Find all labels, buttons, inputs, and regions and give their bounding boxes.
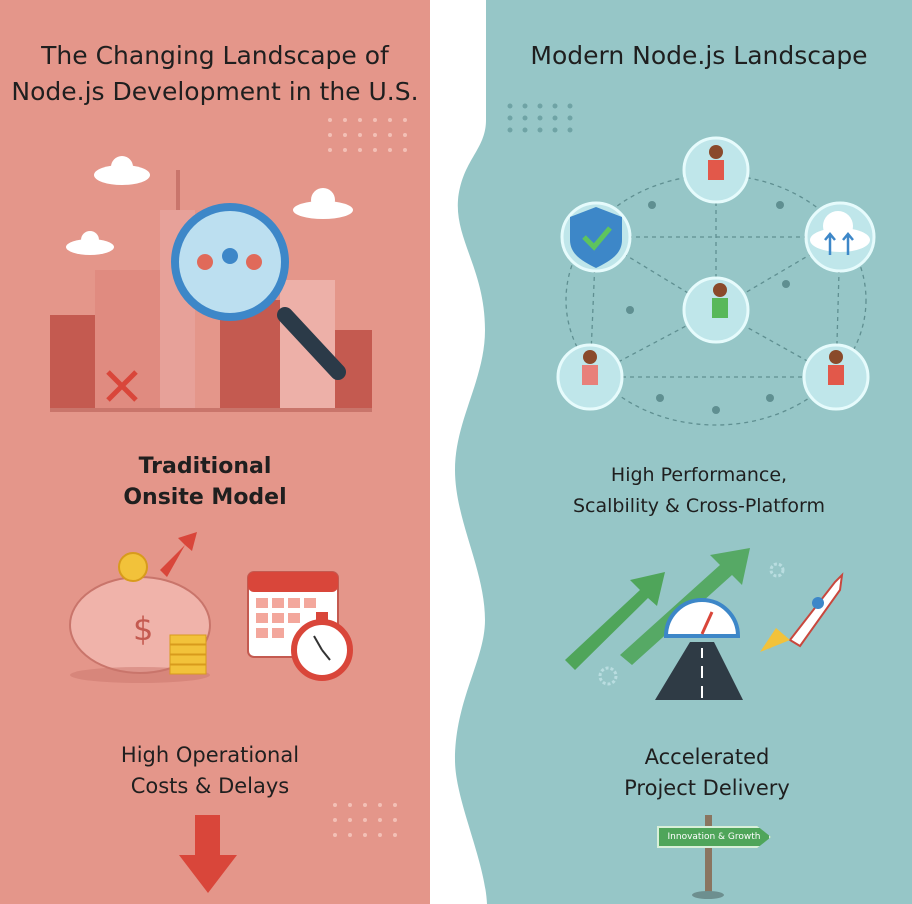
innovation-growth-sign: Innovation & Growth — [657, 826, 771, 848]
dot-grid-icon — [333, 803, 397, 837]
benefit-line1: High Performance, — [610, 464, 788, 486]
gear-icon — [598, 562, 785, 686]
red-x-icon — [106, 370, 138, 402]
signpost-icon — [692, 815, 724, 899]
person-icon — [582, 145, 844, 385]
arrow-down-icon — [179, 815, 237, 893]
left-title-line2: Node.js Development in the U.S. — [11, 77, 419, 106]
left-title-line1: The Changing Landscape of — [41, 41, 389, 70]
cloud-upload-icon — [810, 211, 870, 255]
benefit-line2: Scalbility & Cross-Platform — [573, 495, 825, 517]
traditional-model-heading: Traditional Onsite Model — [0, 451, 410, 513]
left-illustrations: $ — [50, 118, 407, 893]
rocket-icon — [760, 572, 844, 652]
left-outcome-line2: Costs & Delays — [130, 774, 290, 798]
right-outcome-line2: Project Delivery — [624, 776, 790, 800]
left-title: The Changing Landscape of Node.js Develo… — [0, 38, 430, 110]
left-outcome-line1: High Operational — [120, 743, 300, 767]
dot-grid-icon — [507, 103, 573, 133]
right-outcome: Accelerated Project Delivery — [486, 742, 912, 804]
model-line2: Onsite Model — [123, 485, 287, 510]
benefit-heading: High Performance, Scalbility & Cross-Pla… — [486, 460, 912, 522]
dot-grid-icon — [328, 118, 407, 152]
cloud-icon — [66, 156, 353, 255]
road-icon — [655, 642, 743, 700]
model-line1: Traditional — [138, 454, 272, 479]
speedometer-icon — [663, 598, 741, 638]
magnifying-glass-icon — [171, 203, 346, 380]
svg-text:$: $ — [133, 610, 153, 648]
stopwatch-icon — [291, 612, 353, 681]
right-outcome-line1: Accelerated — [644, 745, 770, 769]
right-title: Modern Node.js Landscape — [530, 41, 868, 70]
shield-check-icon — [570, 207, 622, 268]
piggy-bank-icon: $ — [69, 552, 211, 683]
arrow-up-icon — [160, 532, 197, 577]
left-outcome: High Operational Costs & Delays — [0, 740, 420, 802]
